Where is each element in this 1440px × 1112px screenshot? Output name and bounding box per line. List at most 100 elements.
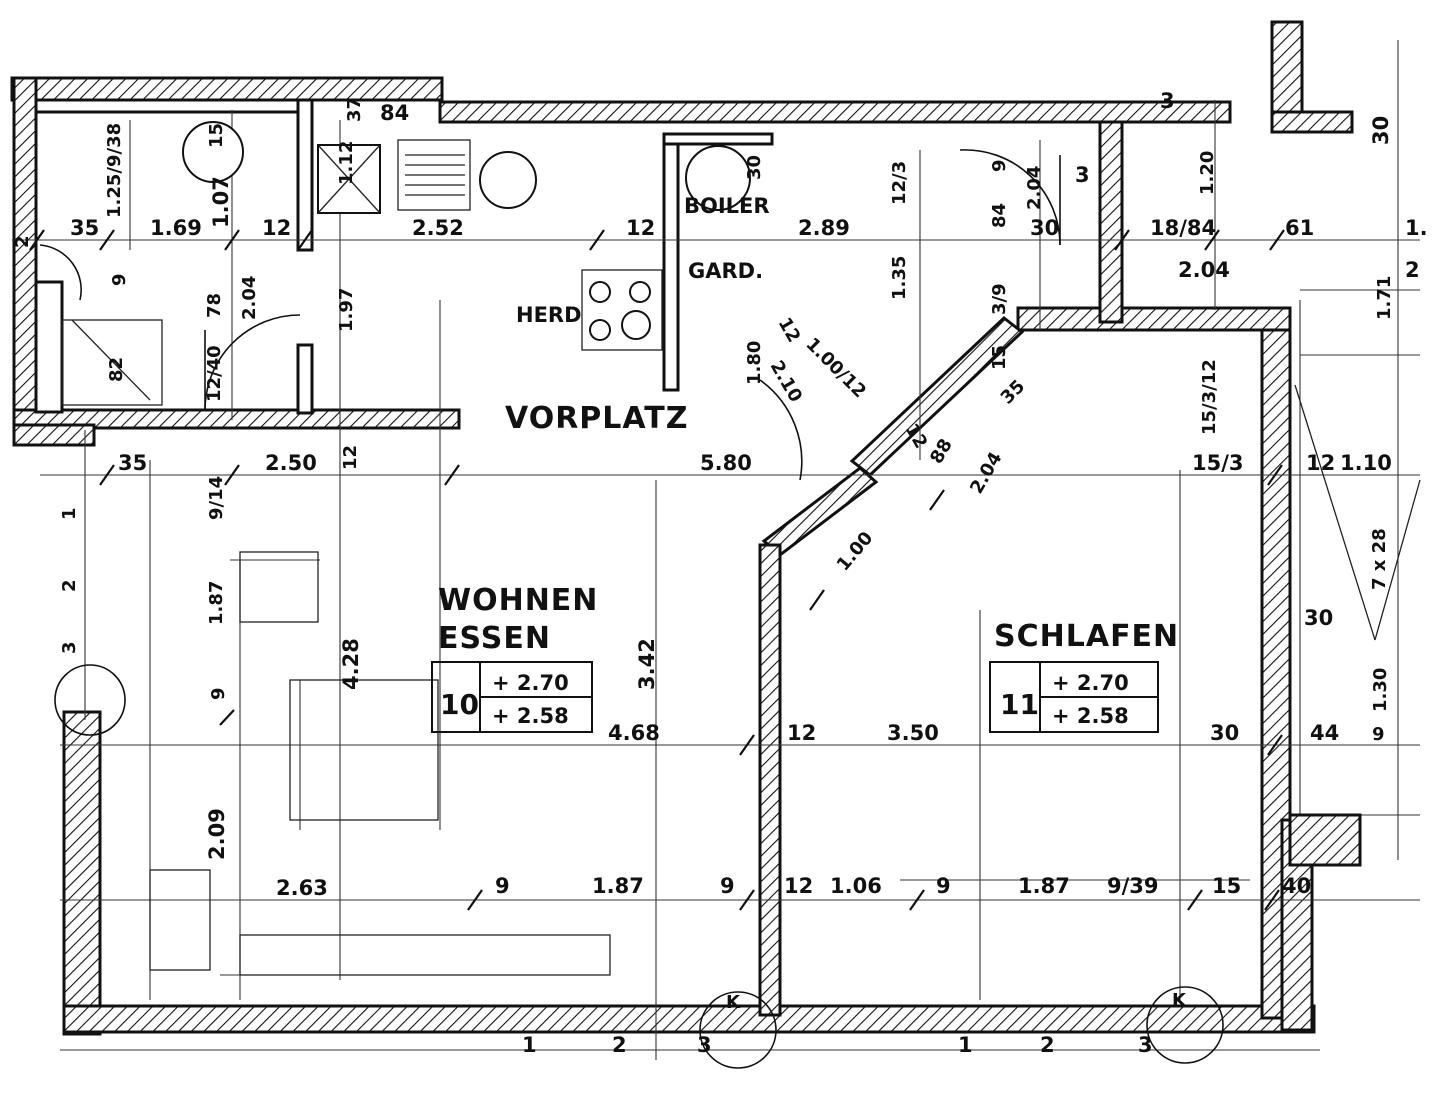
wall-top-main [438,100,1232,124]
dim-label: 2.89 [798,216,850,240]
dim-label: 12 [787,721,816,745]
room-height-wohnen-1: + 2.70 [492,671,569,695]
room-label-schlafen: SCHLAFEN [994,619,1179,654]
wall-bath-partition [296,98,314,252]
dim-label: 3/9 [989,283,1010,315]
dim-label: 1 [522,1033,537,1057]
fixture-label-garderobe: GARD. [688,259,763,283]
dim-label: 84 [380,101,409,125]
walls [10,20,1354,1036]
dim-label: 15/3/12 [1199,359,1220,435]
room-tag-schlafen: 11 + 2.70 + 2.58 [989,661,1159,733]
wall-center [758,543,782,1017]
dim-label: 12/40 [204,345,225,402]
room-tag-wohnen: 10 + 2.70 + 2.58 [431,661,593,733]
wall-left-main [62,710,102,1036]
door-wc-swing [39,244,82,301]
dim-label: 2.09 [205,808,229,860]
dim-label: 35 [118,451,147,475]
dim-label: 78 [204,293,225,318]
bath-basin-icon [182,121,244,183]
dim-label: 1.00 [833,528,878,576]
sink-icon [479,151,537,209]
dim-label: 35 [70,216,99,240]
room-height-schlafen-2: + 2.58 [1052,704,1129,728]
dim-label: 1.80 [744,341,765,385]
room-label-essen: ESSEN [438,621,551,656]
dim-label: 9 [495,874,510,898]
dim-label: 1. [1405,216,1428,240]
door-bath-swing [204,314,301,411]
door-vorplatz-swing [759,379,803,481]
wall-wc-divider [34,280,64,414]
dim-label: 12 [626,216,655,240]
dim-label: 30 [1369,116,1393,145]
dim-label: 40 [1282,874,1311,898]
doors [39,149,1224,1069]
fixtures [61,121,1421,976]
dim-label: 9 [720,874,735,898]
wc-icon [61,319,163,406]
dim-label: 37 [344,97,365,122]
dim-label: 35 [997,376,1030,409]
fixture-label-boiler: BOILER [684,194,770,218]
dim-label: 30 [1030,216,1059,240]
dim-label: 2.04 [1178,258,1230,282]
dim-label: 1.87 [206,581,227,625]
dim-label: 1.06 [830,874,882,898]
dim-label: 2.10 [766,357,806,406]
dim-label: 2 [612,1033,627,1057]
dim-label: 3 [1160,89,1175,113]
dim-label: 1.87 [1018,874,1070,898]
wall-top-right-ledge [1270,110,1354,134]
dim-label: 2 [12,235,33,248]
dim-label: 44 [1310,721,1339,745]
dim-label: 3 [59,641,80,654]
dim-label: 1.35 [889,256,910,300]
dim-label: 18/84 [1150,216,1216,240]
dim-label: 84 [989,203,1010,228]
dim-label: 1.25/9/38 [104,123,125,218]
dim-label: 9/14 [206,476,227,520]
dim-label: 15 [1212,874,1241,898]
wall-top-left [10,76,444,102]
dim-label: 12/3 [889,161,910,205]
stove-icon [581,269,663,351]
dim-label: K [726,992,741,1013]
dim-label: 1.69 [150,216,202,240]
dim-label: 2.04 [966,449,1006,498]
column-left [54,664,126,736]
wall-bath-bottom [12,408,461,430]
dim-label: 3.42 [635,638,659,690]
dim-label: K [1172,990,1187,1011]
dim-label: 7 x 28 [1369,528,1390,590]
dim-label: 82 [106,357,127,382]
dimension-lines [12,40,1420,1060]
boiler-icon [685,145,751,211]
room-labels: VORPLATZ WOHNEN ESSEN SCHLAFEN BOILER GA… [438,194,1179,656]
wall-bath-partition-low [296,343,314,415]
wall-schlafen-top [1016,306,1292,332]
dim-label: 61 [1285,216,1314,240]
wall-storage-left [662,138,680,392]
dim-label: 3 [1138,1033,1153,1057]
room-label-vorplatz: VORPLATZ [505,401,689,436]
dim-label: 1 [59,507,80,520]
dim-label: 2.63 [276,876,328,900]
dim-label: 1.97 [336,288,357,332]
dim-label: 15/3 [1192,451,1244,475]
dimension-ticks [29,229,1285,911]
dim-label: 2 [1405,258,1420,282]
room-number-wohnen: 10 [440,688,479,721]
dim-label: 4.28 [339,638,363,690]
dim-label: 12 [340,445,361,470]
dim-label: 12 [1306,451,1335,475]
dim-label: 12 [262,216,291,240]
dim-label: 30 [1304,606,1333,630]
dim-label: 1.00/12 [801,334,870,403]
dim-label: 1.20 [1197,151,1218,195]
wall-step-left [12,423,96,447]
dim-label: 30 [1210,721,1239,745]
dim-label: 1.07 [209,176,233,228]
